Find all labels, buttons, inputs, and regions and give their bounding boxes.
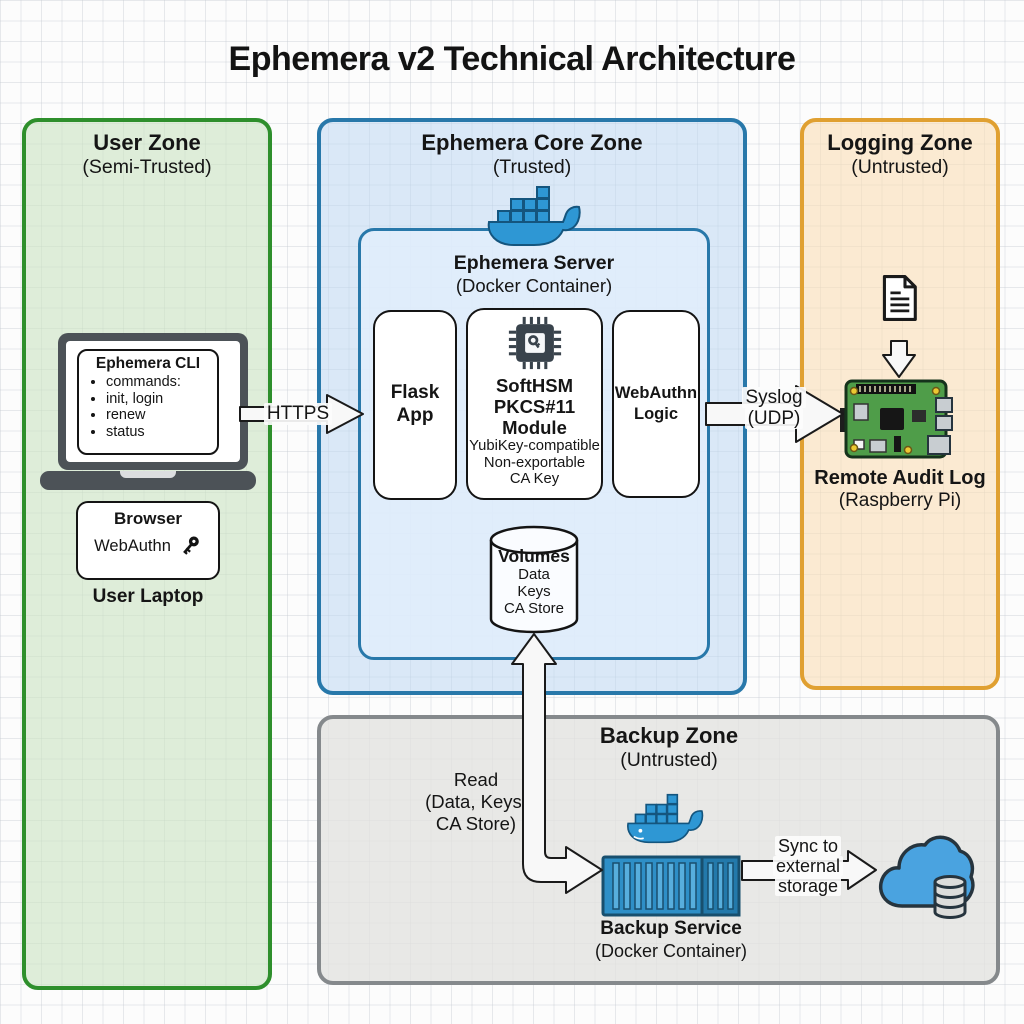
cli-bullet: commands: (106, 374, 217, 391)
sync-line: Sync to (774, 836, 842, 856)
ephemera-cli-box: Ephemera CLI commands: init, login renew… (77, 349, 219, 455)
core-zone-header: Ephemera Core Zone (Trusted) (321, 122, 743, 179)
cli-title: Ephemera CLI (95, 355, 201, 372)
sync-connection-label: Sync to external storage (762, 836, 854, 896)
remote-audit-log-title: Remote Audit Log (814, 467, 986, 489)
server-title: Ephemera Server (453, 252, 615, 274)
read-line: CA Store) (435, 813, 517, 834)
read-connection-label: Read (Data, Keys, CA Store) (411, 769, 541, 835)
https-label-text: HTTPS (263, 403, 333, 425)
cli-bullet: status (106, 424, 217, 441)
volumes-labels: Volumes Data Keys CA Store (488, 546, 580, 617)
hsm-title-line: Module (502, 417, 567, 438)
user-zone-title: User Zone (93, 130, 201, 155)
flask-app-box: Flask App (373, 310, 457, 500)
sync-line: external (772, 856, 844, 876)
backup-zone (317, 715, 1000, 985)
shipping-container-icon (601, 855, 741, 917)
volumes-item: CA Store (503, 600, 565, 617)
cli-command-list: commands: init, login renew status (79, 374, 217, 440)
hsm-title-line: SoftHSM (495, 375, 574, 396)
hsm-title-line: PKCS#11 (493, 396, 576, 417)
ephemera-server-header: Ephemera Server (Docker Container) (358, 252, 710, 297)
browser-box: Browser WebAuthn (76, 501, 220, 580)
volumes-title: Volumes (498, 546, 570, 566)
user-laptop-label: User Laptop (92, 586, 204, 607)
syslog-connection-label: Syslog (UDP) (730, 387, 818, 429)
cli-bullet: renew (106, 407, 217, 424)
cli-bullet: init, login (106, 391, 217, 408)
logging-zone-header: Logging Zone (Untrusted) (804, 122, 996, 179)
webauthn-label: WebAuthn (94, 536, 171, 555)
diagram-title: Ephemera v2 Technical Architecture (228, 40, 796, 78)
read-line: (Data, Keys, (425, 791, 527, 812)
browser-webauthn-row: WebAuthn (78, 534, 218, 558)
backup-service-subtitle: (Docker Container) (594, 941, 748, 961)
key-icon (183, 536, 199, 555)
laptop-base (40, 471, 256, 490)
logging-zone-subtitle: (Untrusted) (851, 156, 949, 178)
hsm-subtitle-line: Non-exportable (483, 454, 586, 471)
syslog-line: Syslog (742, 387, 806, 408)
remote-audit-log-subtitle: (Raspberry Pi) (838, 490, 962, 511)
raspberry-pi-board-icon (840, 379, 953, 459)
read-line: Read (453, 769, 499, 790)
database-cylinder-icon (489, 525, 579, 634)
https-connection-label: HTTPS (256, 403, 340, 425)
volumes-item: Keys (517, 583, 551, 600)
browser-title: Browser (113, 509, 183, 528)
backup-zone-header: Backup Zone (Untrusted) (529, 723, 809, 772)
softhsm-box: SoftHSM PKCS#11 Module YubiKey-compatibl… (466, 308, 603, 500)
user-zone-header: User Zone (Semi-Trusted) (26, 122, 268, 179)
volumes-item: Data (518, 566, 550, 583)
document-icon (882, 275, 917, 321)
chip-key-icon (508, 316, 561, 370)
flask-app-label: Flask App (390, 382, 440, 426)
hsm-subtitle-line: CA Key (509, 471, 560, 487)
core-zone-title: Ephemera Core Zone (421, 130, 643, 155)
core-zone-subtitle: (Trusted) (492, 156, 572, 178)
cloud-database-icon (878, 835, 975, 919)
hsm-subtitle-line: YubiKey-compatible (469, 438, 600, 454)
docker-whale-icon (487, 186, 581, 246)
docker-whale-icon (627, 793, 704, 844)
sync-line: storage (774, 876, 842, 896)
logging-zone-title: Logging Zone (827, 130, 973, 155)
backup-service-title: Backup Service (600, 918, 742, 939)
backup-zone-title: Backup Zone (599, 723, 739, 748)
laptop-notch (120, 471, 176, 478)
user-zone-subtitle: (Semi-Trusted) (82, 156, 212, 178)
backup-zone-subtitle: (Untrusted) (620, 749, 718, 771)
webauthn-logic-box: WebAuthn Logic (612, 310, 700, 498)
syslog-line: (UDP) (744, 408, 804, 429)
server-subtitle: (Docker Container) (455, 275, 613, 296)
webauthn-logic-label: WebAuthn Logic (614, 383, 698, 423)
